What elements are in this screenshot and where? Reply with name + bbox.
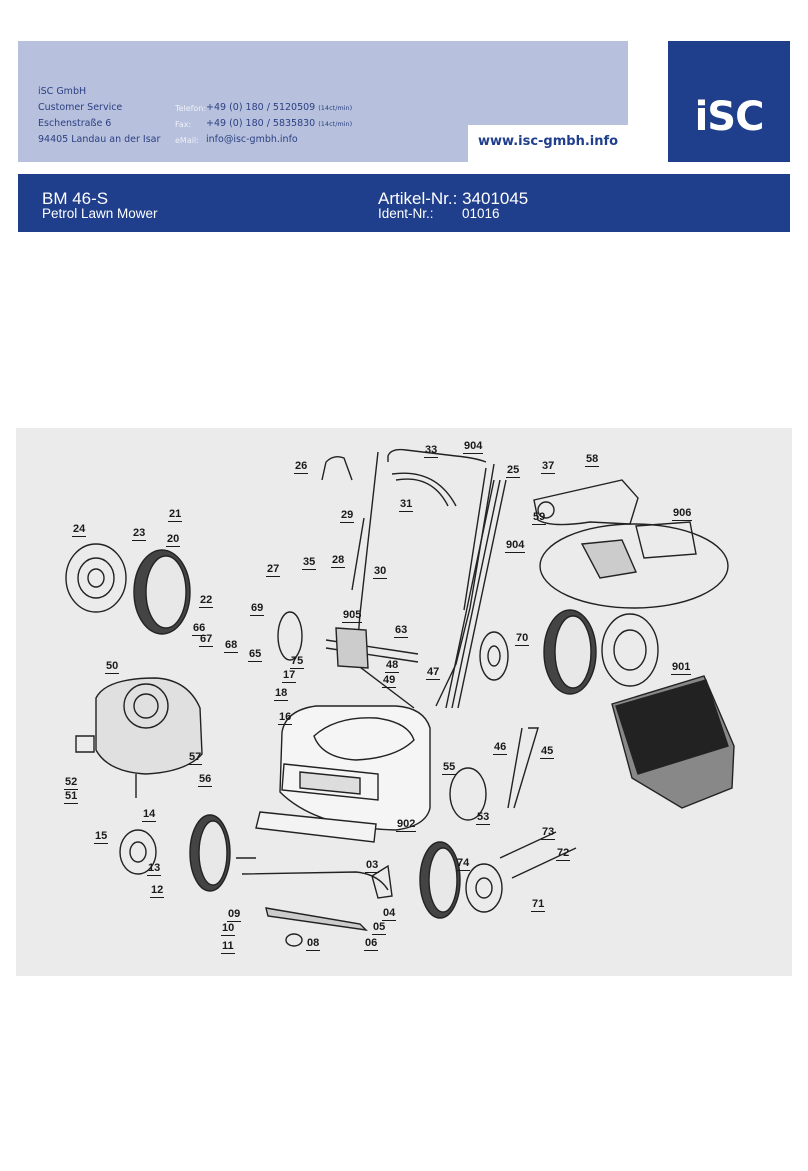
part-callout: 48 (385, 659, 400, 673)
part-callout: 33 (424, 444, 439, 458)
part-callout: 30 (373, 565, 388, 579)
website-link[interactable]: www.isc-gmbh.info (478, 134, 619, 149)
part-callout: 904 (505, 539, 526, 553)
part-callout: 55 (442, 761, 457, 775)
part-callout: 69 (250, 602, 265, 616)
fax-value: +49 (0) 180 / 5835830 (14ct/min) (206, 118, 353, 129)
fax-label: Fax: (175, 120, 192, 129)
part-callout: 37 (541, 460, 556, 474)
logo-text: iSC (694, 94, 765, 140)
part-callout: 28 (331, 554, 346, 568)
part-callout: 59 (532, 511, 547, 525)
part-callout: 27 (266, 563, 281, 577)
part-callout: 70 (515, 632, 530, 646)
part-callout: 72 (556, 847, 571, 861)
part-callout: 26 (294, 460, 309, 474)
part-callout: 06 (364, 937, 379, 951)
part-callout: 71 (531, 898, 546, 912)
ident-number: 01016 (462, 206, 500, 221)
part-callout: 12 (150, 884, 165, 898)
part-callout: 906 (672, 507, 693, 521)
part-callout: 68 (224, 639, 239, 653)
part-callout: 35 (302, 556, 317, 570)
part-callout: 49 (382, 674, 397, 688)
part-callout: 20 (166, 533, 181, 547)
isc-logo: iSC (668, 41, 790, 162)
part-callout: 29 (340, 509, 355, 523)
phone-rate: (14ct/min) (318, 104, 353, 112)
part-callout: 14 (142, 808, 157, 822)
part-callout: 15 (94, 830, 109, 844)
part-callout: 03 (365, 859, 380, 873)
part-callout: 22 (199, 594, 214, 608)
website-box: www.isc-gmbh.info (468, 125, 668, 162)
part-callout: 57 (188, 751, 203, 765)
part-callout: 31 (399, 498, 414, 512)
part-callout: 905 (342, 609, 363, 623)
part-callout: 05 (372, 921, 387, 935)
part-callout: 21 (168, 508, 183, 522)
part-callout: 11 (221, 940, 235, 954)
part-callout: 23 (132, 527, 147, 541)
part-callout: 75 (290, 655, 305, 669)
article-number: Artikel-Nr.: 3401045 (378, 189, 529, 208)
part-callout: 56 (198, 773, 213, 787)
part-callout: 10 (221, 922, 236, 936)
part-callout: 73 (541, 826, 556, 840)
part-callout: 902 (396, 818, 417, 832)
email-label: eMail: (175, 136, 199, 145)
company-street: Eschenstraße 6 (38, 118, 112, 129)
phone-label: Telefon: (175, 104, 207, 113)
phone-value[interactable]: +49 (0) 180 / 5120509 (14ct/min) (206, 102, 353, 113)
part-callout: 16 (278, 711, 293, 725)
part-callout: 51 (64, 790, 79, 804)
part-callout: 17 (282, 669, 297, 683)
part-callout: 53 (476, 811, 491, 825)
part-callout: 45 (540, 745, 555, 759)
company-name: iSC GmbH (38, 86, 87, 97)
part-callout: 66 (192, 622, 207, 636)
part-callout: 04 (382, 907, 397, 921)
part-callout: 46 (493, 741, 508, 755)
part-callout: 58 (585, 453, 600, 467)
part-callout: 63 (394, 624, 409, 638)
part-callout: 67 (199, 633, 214, 647)
part-callout: 52 (64, 776, 79, 790)
part-callout: 47 (426, 666, 441, 680)
email-link[interactable]: info@isc-gmbh.info (206, 134, 298, 145)
part-callout: 50 (105, 660, 120, 674)
part-callout: 13 (147, 862, 162, 876)
part-callout: 09 (227, 908, 242, 922)
part-callout: 24 (72, 523, 87, 537)
mower-drawing (65, 448, 735, 947)
part-callout: 25 (506, 464, 521, 478)
part-callout: 901 (671, 661, 692, 675)
exploded-parts-diagram: 33 904 25 37 58 26 31 29 59 906 21 24 23… (16, 428, 792, 976)
company-department: Customer Service (38, 102, 123, 113)
model-name: BM 46-S (42, 189, 109, 208)
ident-label: Ident-Nr.: (378, 206, 434, 221)
part-callout: 74 (456, 857, 471, 871)
part-callout: 904 (463, 440, 484, 454)
company-city: 94405 Landau an der Isar (38, 134, 161, 145)
product-title-band: BM 46-S Petrol Lawn Mower Artikel-Nr.: 3… (18, 174, 790, 232)
part-callout: 08 (306, 937, 321, 951)
part-callout: 65 (248, 648, 263, 662)
product-name: Petrol Lawn Mower (42, 206, 158, 221)
part-callout: 18 (274, 687, 289, 701)
fax-rate: (14ct/min) (318, 120, 353, 128)
